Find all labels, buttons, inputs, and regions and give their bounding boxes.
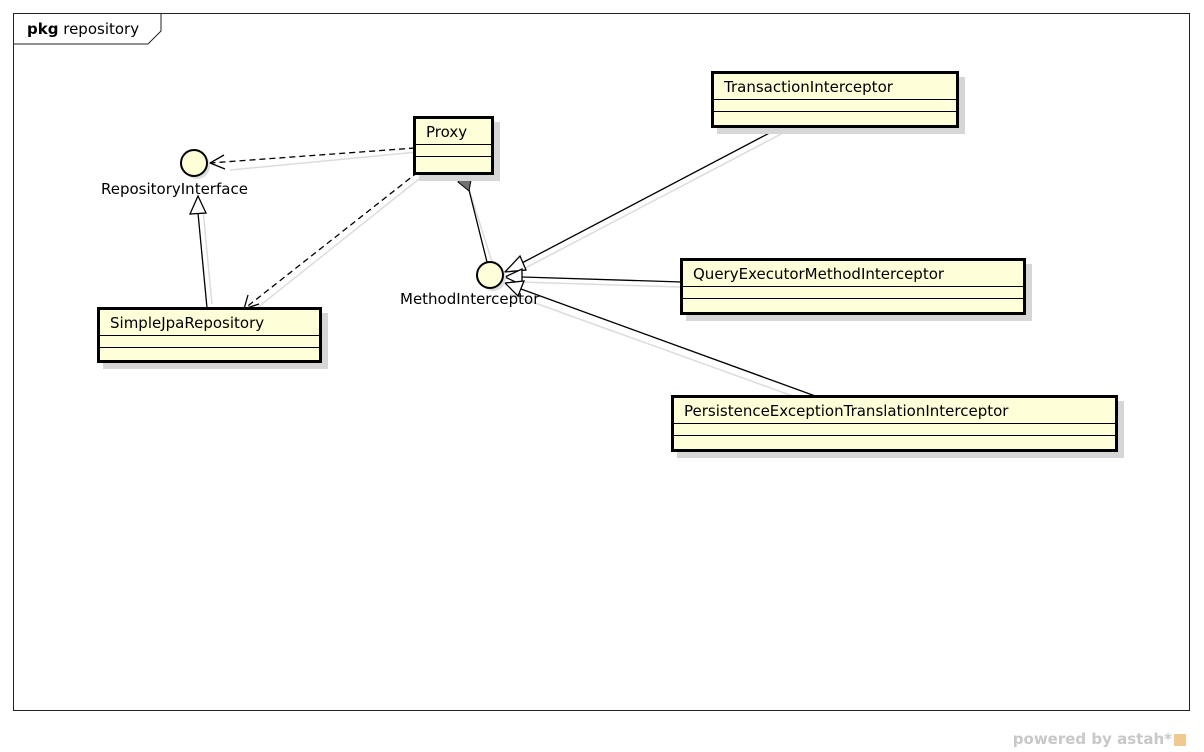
methodinterceptor-icon: [476, 261, 504, 289]
watermark-text: powered by astah*: [1012, 730, 1172, 748]
class-proxy-name: Proxy: [416, 119, 491, 145]
shadow-line: [229, 151, 419, 171]
composition-proxy-methodinterceptor: [468, 189, 488, 263]
shadow-line: [467, 185, 494, 266]
class-persistenceexceptiontranslationinterceptor-name: PersistenceExceptionTranslationIntercept…: [674, 398, 1115, 424]
dependency-arrowhead: [208, 154, 226, 170]
watermark: powered by astah*: [1013, 730, 1186, 748]
realization-arrowhead: [188, 194, 207, 215]
class-persistenceexceptiontranslationinterceptor[interactable]: PersistenceExceptionTranslationIntercept…: [671, 395, 1118, 452]
realization-arrowhead: [503, 254, 527, 273]
realization-arrowhead: [503, 267, 523, 287]
class-simplejparepository[interactable]: SimpleJpaRepository: [97, 307, 322, 363]
astah-logo-icon: [1174, 733, 1186, 746]
class-proxy-attributes: [416, 145, 491, 157]
composition-diamond: [457, 171, 472, 192]
shadow-line: [509, 293, 816, 405]
realization-persistenceexception-methodinterceptor: [520, 288, 819, 398]
class-proxy[interactable]: Proxy: [413, 116, 494, 175]
shadow-line: [519, 281, 681, 288]
dependency-proxy-repositoryinterface: [209, 147, 416, 164]
class-transactioninterceptor-name: TransactionInterceptor: [714, 74, 956, 100]
realization-simplejparepository-repositoryinterface: [197, 212, 208, 309]
class-queryexecutormethodinterceptor-attributes: [683, 287, 1023, 299]
class-simplejparepository-attributes: [100, 336, 319, 348]
methodinterceptor-label: MethodInterceptor: [400, 290, 540, 308]
realization-queryexecutor-methodinterceptor: [521, 276, 683, 283]
class-transactioninterceptor[interactable]: TransactionInterceptor: [711, 71, 959, 128]
class-persistenceexceptiontranslationinterceptor-attributes: [674, 424, 1115, 436]
shadow-line: [511, 131, 786, 276]
repositoryinterface-icon: [180, 149, 208, 177]
class-simplejparepository-name: SimpleJpaRepository: [100, 310, 319, 336]
repositoryinterface-label: RepositoryInterface: [101, 180, 248, 198]
package-tab-outline: [13, 13, 162, 45]
shadow-line: [251, 174, 425, 313]
realization-arrowhead: [503, 280, 526, 298]
class-queryexecutormethodinterceptor[interactable]: QueryExecutorMethodInterceptor: [680, 258, 1026, 315]
class-transactioninterceptor-attributes: [714, 100, 956, 112]
package-frame: [13, 13, 1190, 711]
shadow-line: [202, 209, 213, 305]
package-keyword: pkg: [27, 20, 59, 38]
package-name: repository: [63, 20, 140, 38]
class-queryexecutormethodinterceptor-name: QueryExecutorMethodInterceptor: [683, 261, 1023, 287]
package-label: pkg repository: [27, 20, 139, 38]
dependency-proxy-simplejparepository: [243, 171, 419, 310]
realization-transactioninterceptor-methodinterceptor: [519, 127, 780, 265]
